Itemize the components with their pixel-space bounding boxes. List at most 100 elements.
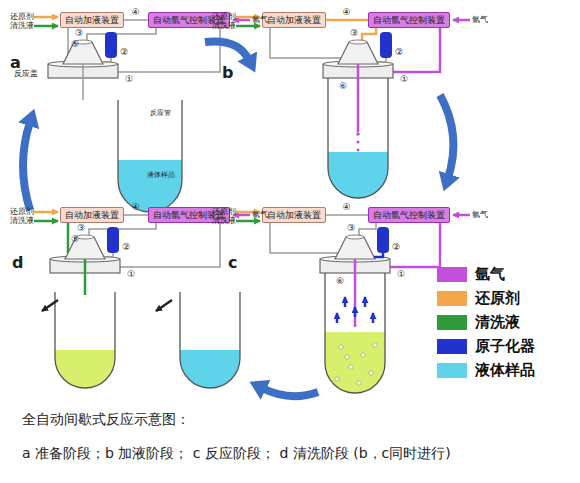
input-label: 氩气 (252, 211, 268, 219)
liquid (328, 152, 388, 198)
tube-line (82, 64, 84, 100)
atomizer (105, 32, 117, 58)
argon-control-box: 自动氩气控制装置 (368, 12, 450, 28)
callout-number: ① (397, 270, 405, 279)
reaction-tube (55, 292, 115, 388)
input-label: 氩气 (252, 16, 268, 24)
callout-number: ⑥ (336, 277, 344, 286)
gas-bubble (349, 365, 353, 369)
input-label: 清洗液 (10, 22, 34, 30)
tube-line (270, 223, 338, 253)
box-label: 自动氩气控制装置 (373, 211, 445, 220)
tube-line (336, 313, 339, 323)
callout-number: ④ (132, 8, 140, 17)
callout-number: ③ (350, 29, 358, 38)
tube-line (89, 223, 156, 237)
input-label: 氩气 (472, 16, 488, 24)
panel-letter: a (10, 55, 21, 71)
part-name: 反应管 (150, 110, 171, 117)
tube-line (357, 64, 360, 132)
input-label: 清洗液 (212, 217, 236, 225)
tube-line (236, 25, 260, 28)
tube-line (42, 300, 58, 311)
tube-line (354, 259, 357, 327)
legend-text: 氩气 (475, 267, 505, 282)
box-label: 自动加液装置 (65, 16, 119, 25)
legend-swatch (437, 315, 467, 330)
gas-bubble (361, 353, 365, 357)
gas-bubble (335, 377, 339, 381)
argon-drop (356, 140, 359, 143)
tube-line (236, 220, 260, 223)
dosing-unit-box: 自动加液装置 (262, 207, 326, 223)
part-name: 反应盖 (14, 70, 38, 78)
callout-number: ③ (75, 29, 83, 38)
input-label: 清洗液 (212, 22, 236, 30)
cycle-arrow (205, 41, 249, 60)
liquid (55, 350, 115, 388)
tube-line (124, 214, 148, 216)
gas-bubble (373, 343, 377, 347)
tube-line (453, 19, 470, 22)
tube-line (377, 58, 386, 62)
liquid (118, 160, 182, 212)
callout-number: ③ (77, 224, 85, 233)
tube-line (364, 297, 367, 307)
figure-title: 全自动间歇式反应示意图： (22, 412, 190, 426)
argon-drop (356, 132, 360, 136)
figure-caption: a 准备阶段；b 加液阶段； c 反应阶段； d 清洗阶段 (b，c同时进行) (22, 446, 451, 460)
tube-line (354, 307, 357, 317)
tube-line (34, 16, 58, 19)
box-label: 自动加液装置 (65, 211, 119, 220)
panel-letter: c (228, 255, 237, 271)
reaction-tube (118, 100, 182, 212)
panel-letter: b (222, 65, 233, 81)
tube-line (120, 223, 220, 267)
legend-text: 原子化器 (475, 339, 535, 354)
dosing-unit-box: 自动加液装置 (262, 12, 326, 28)
tube-line (344, 297, 347, 307)
callout-number: ② (120, 48, 128, 57)
callout-number: ② (392, 243, 400, 252)
callout-number: ⑤ (71, 235, 79, 244)
legend-entry: 清洗液 (437, 314, 575, 332)
dosing-unit-box: 自动加液装置 (60, 12, 124, 28)
legend-swatch (437, 363, 467, 378)
tube-line (67, 223, 70, 253)
reaction-tube (180, 292, 240, 388)
tube-line (270, 28, 341, 58)
tube-line (34, 25, 58, 28)
part-name: 液体样品 (147, 172, 175, 179)
input-label: 还原剂 (10, 13, 34, 21)
cycle-arrow (23, 122, 30, 210)
tube-line (84, 259, 87, 295)
tube-line (374, 253, 383, 257)
atomizer (377, 227, 389, 253)
cycle-arrow (440, 95, 453, 178)
box-label: 自动氩气控制装置 (373, 16, 445, 25)
callout-number: ④ (343, 203, 351, 212)
tube-wall (55, 292, 115, 388)
tube-wall (180, 292, 240, 388)
box-label: 自动加液装置 (267, 16, 321, 25)
gas-bubble (369, 371, 373, 375)
callout-number: ① (400, 75, 408, 84)
callout-number: ⑥ (339, 82, 347, 91)
atomizer (107, 227, 119, 253)
legend-entry: 氩气 (437, 266, 575, 284)
callout-number: ① (127, 270, 135, 279)
tube-line (453, 214, 470, 217)
legend-swatch (437, 291, 467, 306)
tube-line (326, 214, 368, 216)
legend-text: 还原剂 (475, 291, 520, 306)
callout-number: ② (395, 48, 403, 57)
gas-bubble (339, 345, 343, 349)
tube-line (156, 300, 172, 311)
tube-line (393, 28, 440, 72)
tube-line (104, 253, 113, 257)
tube-line (124, 19, 148, 21)
tube-line (326, 19, 368, 22)
legend-text: 液体样品 (475, 363, 535, 378)
panel-letter: d (12, 255, 23, 271)
